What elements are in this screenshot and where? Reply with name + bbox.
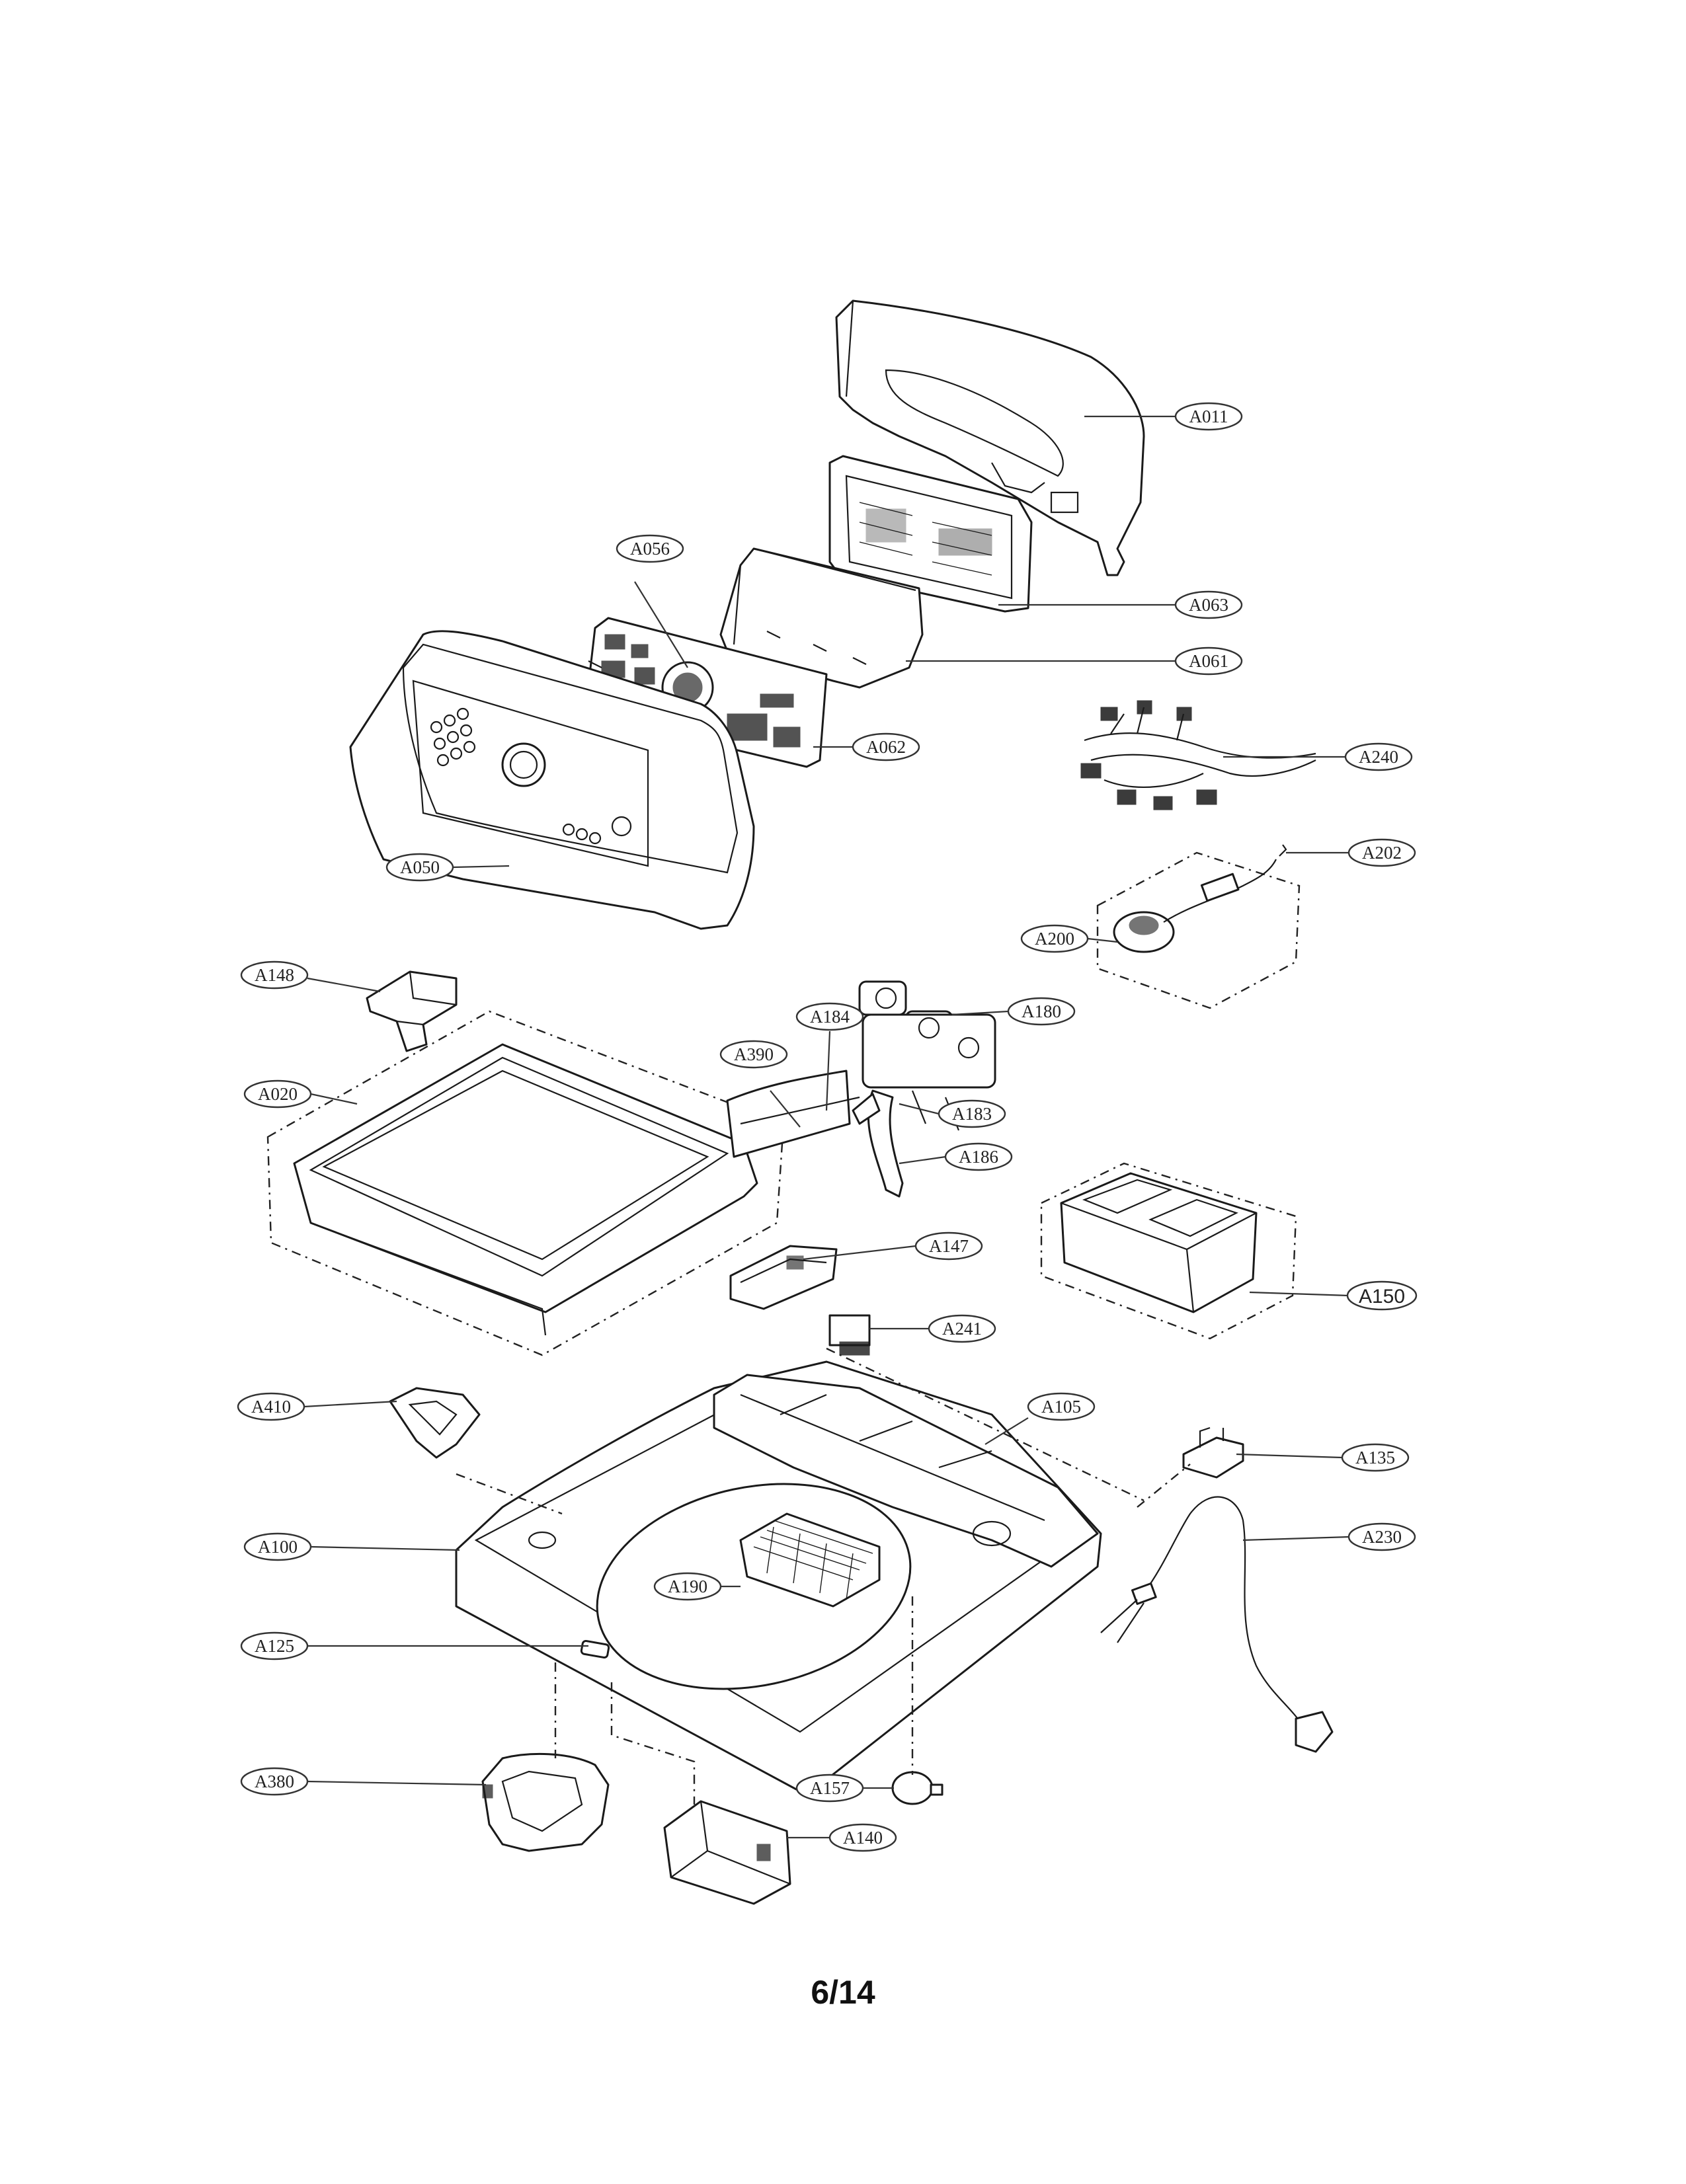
callout-a410: A410 (237, 1392, 305, 1421)
part-a240-wire-harness (1080, 700, 1316, 810)
part-a061-pcb-box (719, 547, 924, 689)
callout-a100: A100 (243, 1532, 312, 1561)
callout-a183: A183 (938, 1099, 1006, 1128)
callout-a135: A135 (1341, 1443, 1410, 1472)
callout-a202: A202 (1347, 838, 1416, 867)
part-a200-pressure-switch (1096, 844, 1301, 1009)
callout-a062: A062 (852, 732, 920, 761)
callout-label: A150 (1359, 1286, 1405, 1307)
part-a380-pump (481, 1752, 610, 1852)
callout-a056: A056 (616, 534, 684, 563)
callout-label: A125 (255, 1636, 294, 1656)
callout-a380: A380 (240, 1767, 309, 1796)
callout-a147: A147 (914, 1231, 983, 1261)
callout-a390: A390 (719, 1040, 788, 1069)
callout-label: A186 (959, 1147, 998, 1167)
callout-label: A183 (952, 1104, 992, 1124)
callout-label: A100 (258, 1537, 298, 1557)
callout-label: A230 (1362, 1527, 1402, 1547)
callout-a105: A105 (1027, 1392, 1096, 1421)
callout-label: A062 (866, 737, 906, 757)
callout-a063: A063 (1174, 590, 1243, 619)
callout-label: A140 (843, 1828, 883, 1848)
callout-a050: A050 (385, 853, 454, 882)
part-a147-bracket (729, 1245, 838, 1310)
callout-a125: A125 (240, 1631, 309, 1660)
callout-a180: A180 (1007, 997, 1076, 1026)
callout-a157: A157 (795, 1774, 864, 1803)
callout-label: A147 (929, 1236, 969, 1256)
leader-lines (303, 415, 1349, 1839)
part-a135-bracket (1182, 1426, 1244, 1479)
callout-label: A157 (810, 1778, 850, 1798)
callout-a240: A240 (1344, 742, 1413, 771)
callout-label: A105 (1041, 1397, 1081, 1417)
part-a410-funnel (389, 1387, 481, 1459)
callout-label: A056 (630, 539, 670, 559)
callout-a020: A020 (243, 1079, 312, 1109)
callout-label: A063 (1189, 595, 1228, 615)
part-a241-block (828, 1314, 871, 1356)
callout-label: A202 (1362, 843, 1402, 863)
callout-a190: A190 (653, 1572, 722, 1601)
callout-label: A061 (1189, 651, 1228, 671)
part-a150-detergent-drawer (1040, 1162, 1297, 1340)
callout-a230: A230 (1347, 1522, 1416, 1551)
callout-label: A240 (1359, 747, 1398, 767)
callout-label: A190 (668, 1577, 707, 1596)
part-a050-control-panel (349, 630, 755, 930)
callout-label: A380 (255, 1772, 294, 1791)
part-a020-top-lid (266, 1010, 785, 1356)
callout-label: A184 (810, 1007, 850, 1027)
callout-a241: A241 (928, 1314, 996, 1343)
part-a157-cap (891, 1771, 943, 1805)
callout-a148: A148 (240, 960, 309, 990)
part-a230-power-cord (1100, 1496, 1334, 1753)
part-a140-pump (663, 1800, 791, 1905)
callout-a200: A200 (1020, 924, 1089, 953)
part-a063-rear-frame (828, 455, 1033, 613)
callout-a186: A186 (944, 1142, 1013, 1171)
part-a148-bracket (366, 970, 458, 1052)
callout-label: A148 (255, 965, 294, 985)
callout-label: A180 (1022, 1001, 1061, 1021)
callout-label: A410 (251, 1397, 291, 1417)
callout-label: A390 (734, 1044, 774, 1064)
callout-label: A011 (1189, 407, 1228, 426)
part-a190-filter (739, 1512, 881, 1608)
assembly-guide-lines (456, 1347, 1191, 1805)
page-number: 6/14 (811, 1974, 875, 2011)
callout-a140: A140 (828, 1823, 897, 1852)
callout-a061: A061 (1174, 646, 1243, 676)
part-a011-back-cover (835, 299, 1145, 576)
callout-a150: A150 (1346, 1280, 1418, 1311)
callout-label: A241 (942, 1319, 982, 1339)
callout-label: A135 (1355, 1448, 1395, 1467)
callout-label: A200 (1035, 929, 1074, 949)
callout-a011: A011 (1174, 402, 1243, 431)
callout-a184: A184 (795, 1002, 864, 1031)
callout-label: A020 (258, 1084, 298, 1104)
callout-label: A050 (400, 857, 440, 877)
